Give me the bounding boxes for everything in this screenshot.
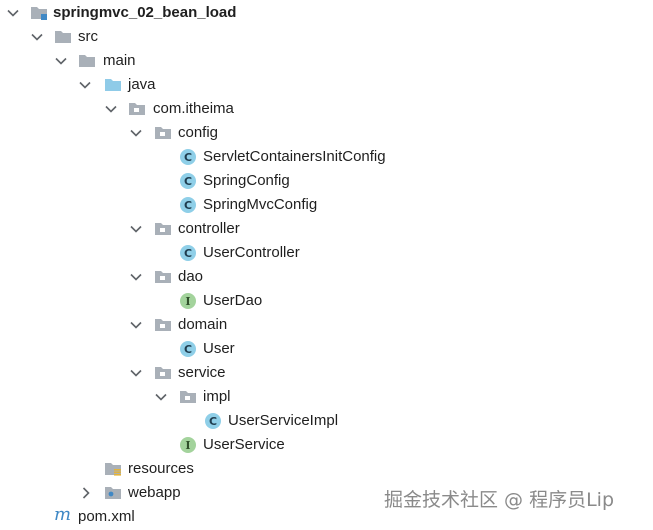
svg-text:I: I [185,439,190,452]
maven-icon: m [54,504,72,525]
interface-icon: I [180,293,196,309]
tree-node-label: UserServiceImpl [228,412,339,429]
package-icon [155,223,171,235]
tree-node-label: com.itheima [153,100,234,117]
tree-node-spring-config[interactable]: C SpringConfig [0,169,653,193]
chevron-down-icon[interactable] [129,366,143,380]
tree-node-resources[interactable]: resources [0,457,653,481]
tree-node-main[interactable]: main [0,49,653,73]
tree-node-label: UserDao [203,292,263,309]
tree-node-label: impl [203,388,231,405]
tree-node-user[interactable]: C User [0,337,653,361]
tree-node-label: springmvc_02_bean_load [53,4,237,21]
tree-node-label: service [178,364,226,381]
tree-node-com-itheima[interactable]: com.itheima [0,97,653,121]
chevron-down-icon[interactable] [54,54,68,68]
interface-icon: I [180,437,196,453]
tree-node-label: UserController [203,244,300,261]
tree-node-label: ServletContainersInitConfig [203,148,386,165]
tree-node-user-dao[interactable]: I UserDao [0,289,653,313]
tree-node-controller[interactable]: controller [0,217,653,241]
package-icon [155,127,171,139]
tree-node-label: SpringConfig [203,172,290,189]
resources-folder-icon [105,463,121,476]
svg-text:C: C [184,175,192,188]
tree-node-user-service[interactable]: I UserService [0,433,653,457]
tree-node-root[interactable]: springmvc_02_bean_load [0,1,653,25]
svg-text:C: C [184,151,192,164]
class-icon: C [180,197,196,213]
tree-node-config[interactable]: config [0,121,653,145]
tree-node-label: resources [128,460,194,477]
tree-node-user-service-impl[interactable]: C UserServiceImpl [0,409,653,433]
class-icon: C [180,173,196,189]
module-folder-icon [31,7,47,20]
chevron-down-icon[interactable] [129,270,143,284]
tree-node-src[interactable]: src [0,25,653,49]
class-icon: C [205,413,221,429]
svg-text:C: C [184,247,192,260]
tree-node-label: webapp [128,484,181,501]
tree-node-label: pom.xml [78,508,135,525]
tree-node-label: config [178,124,219,141]
chevron-down-icon[interactable] [129,222,143,236]
tree-node-pom-xml[interactable]: m pom.xml [0,505,653,529]
tree-node-label: dao [178,268,204,285]
svg-text:I: I [185,295,190,308]
tree-node-label: main [103,52,136,69]
chevron-right-icon[interactable] [79,486,93,500]
tree-node-label: SpringMvcConfig [203,196,318,213]
tree-node-label: UserService [203,436,285,453]
chevron-down-icon[interactable] [78,78,92,92]
tree-node-java[interactable]: java [0,73,653,97]
tree-node-label: domain [178,316,228,333]
tree-node-user-controller[interactable]: C UserController [0,241,653,265]
folder-icon [55,31,71,43]
tree-node-label: java [128,76,156,93]
package-icon [155,271,171,283]
tree-node-service[interactable]: service [0,361,653,385]
tree-node-label: controller [178,220,240,237]
chevron-down-icon[interactable] [129,126,143,140]
chevron-down-icon[interactable] [154,390,168,404]
chevron-down-icon[interactable] [104,102,118,116]
tree-node-servlet-containers-init-config[interactable]: C ServletContainersInitConfig [0,145,653,169]
svg-text:C: C [209,415,217,428]
package-icon [155,367,171,379]
chevron-down-icon[interactable] [6,6,20,20]
tree-node-webapp[interactable]: webapp [0,481,653,505]
class-icon: C [180,341,196,357]
tree-node-impl[interactable]: impl [0,385,653,409]
tree-node-dao[interactable]: dao [0,265,653,289]
package-icon [155,319,171,331]
web-folder-icon [105,487,121,499]
watermark-text: 掘金技术社区 @ 程序员Lip [384,489,615,511]
tree-node-label: src [78,28,98,45]
package-icon [180,391,196,403]
svg-text:C: C [184,343,192,356]
source-root-folder-icon [105,79,121,91]
tree-node-spring-mvc-config[interactable]: C SpringMvcConfig [0,193,653,217]
class-icon: C [180,149,196,165]
folder-icon [79,55,95,67]
package-icon [129,103,145,115]
svg-text:C: C [184,199,192,212]
chevron-down-icon[interactable] [129,318,143,332]
tree-node-label: User [203,340,235,357]
chevron-down-icon[interactable] [30,30,44,44]
tree-node-domain[interactable]: domain [0,313,653,337]
class-icon: C [180,245,196,261]
